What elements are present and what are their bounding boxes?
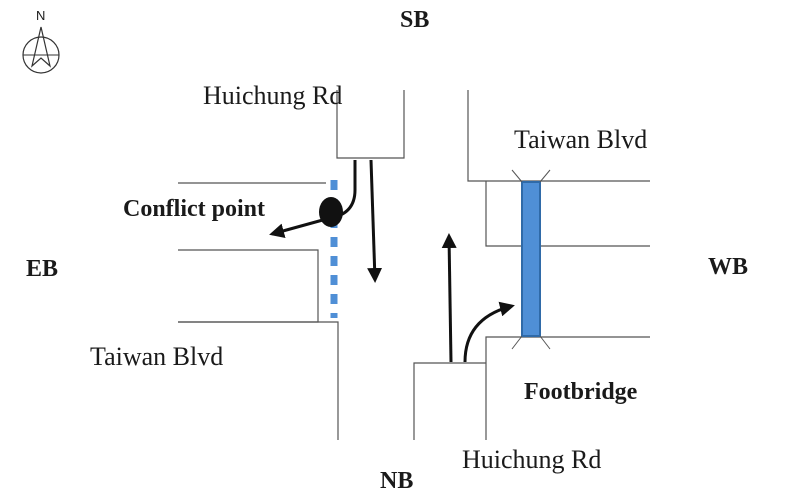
west-road-label: Taiwan Blvd bbox=[90, 342, 223, 371]
eastbound-label: EB bbox=[26, 256, 58, 282]
southbound-arrow bbox=[367, 159, 383, 283]
footbridge bbox=[511, 169, 551, 350]
footbridge-label: Footbridge bbox=[524, 379, 638, 405]
north-road-label: Huichung Rd bbox=[203, 81, 342, 110]
road-outlines bbox=[178, 90, 650, 440]
conflict-point-marker bbox=[319, 197, 343, 227]
southbound-label: SB bbox=[400, 7, 429, 33]
right-turn-arrow bbox=[463, 301, 515, 363]
left-turn-arrow bbox=[269, 160, 357, 239]
east-road-label: Taiwan Blvd bbox=[514, 125, 647, 154]
compass-north-label: N bbox=[36, 8, 45, 23]
south-road-label: Huichung Rd bbox=[462, 445, 601, 474]
westbound-label: WB bbox=[708, 254, 748, 280]
compass-icon: N bbox=[22, 8, 60, 74]
northbound-arrow bbox=[441, 233, 457, 363]
conflict-point-label: Conflict point bbox=[123, 196, 265, 222]
northbound-label: NB bbox=[380, 468, 413, 490]
